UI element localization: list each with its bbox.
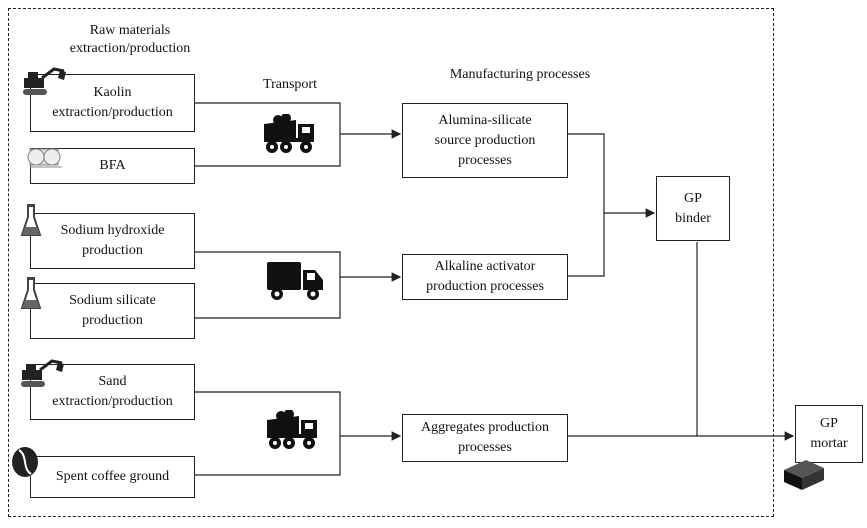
- gp-mortar-box: GP mortar: [795, 405, 863, 463]
- flask-icon: [20, 277, 42, 309]
- gp-binder-box: GP binder: [656, 176, 730, 241]
- system-boundary: [8, 8, 774, 517]
- sodium-hydroxide-box: Sodium hydroxide production: [30, 213, 195, 269]
- transport-header: Transport: [263, 77, 317, 92]
- sodium-silicate-box: Sodium silicate production: [30, 283, 195, 339]
- roller-icon: [27, 148, 62, 168]
- delivery-truck-icon: [267, 262, 323, 300]
- spent-coffee-box: Spent coffee ground: [30, 456, 195, 498]
- flask-icon: [20, 204, 42, 236]
- mortar-block-icon: [784, 460, 824, 490]
- dump-truck-icon: [267, 410, 317, 449]
- coffee-bean-icon: [12, 447, 38, 477]
- kaolin-box: Kaolin extraction/production: [30, 74, 195, 132]
- alkaline-activator-process-box: Alkaline activator production processes: [402, 254, 568, 300]
- bfa-box: BFA: [30, 148, 195, 184]
- raw-materials-header: Raw materials extraction/production: [69, 23, 191, 56]
- sand-box: Sand extraction/production: [30, 364, 195, 420]
- manufacturing-header: Manufacturing processes: [449, 67, 591, 82]
- aggregates-process-box: Aggregates production processes: [402, 414, 568, 462]
- dump-truck-icon: [264, 114, 314, 153]
- excavator-icon: [21, 359, 64, 387]
- alumina-silicate-process-box: Alumina-silicate source production proce…: [402, 103, 568, 178]
- excavator-icon: [23, 67, 66, 95]
